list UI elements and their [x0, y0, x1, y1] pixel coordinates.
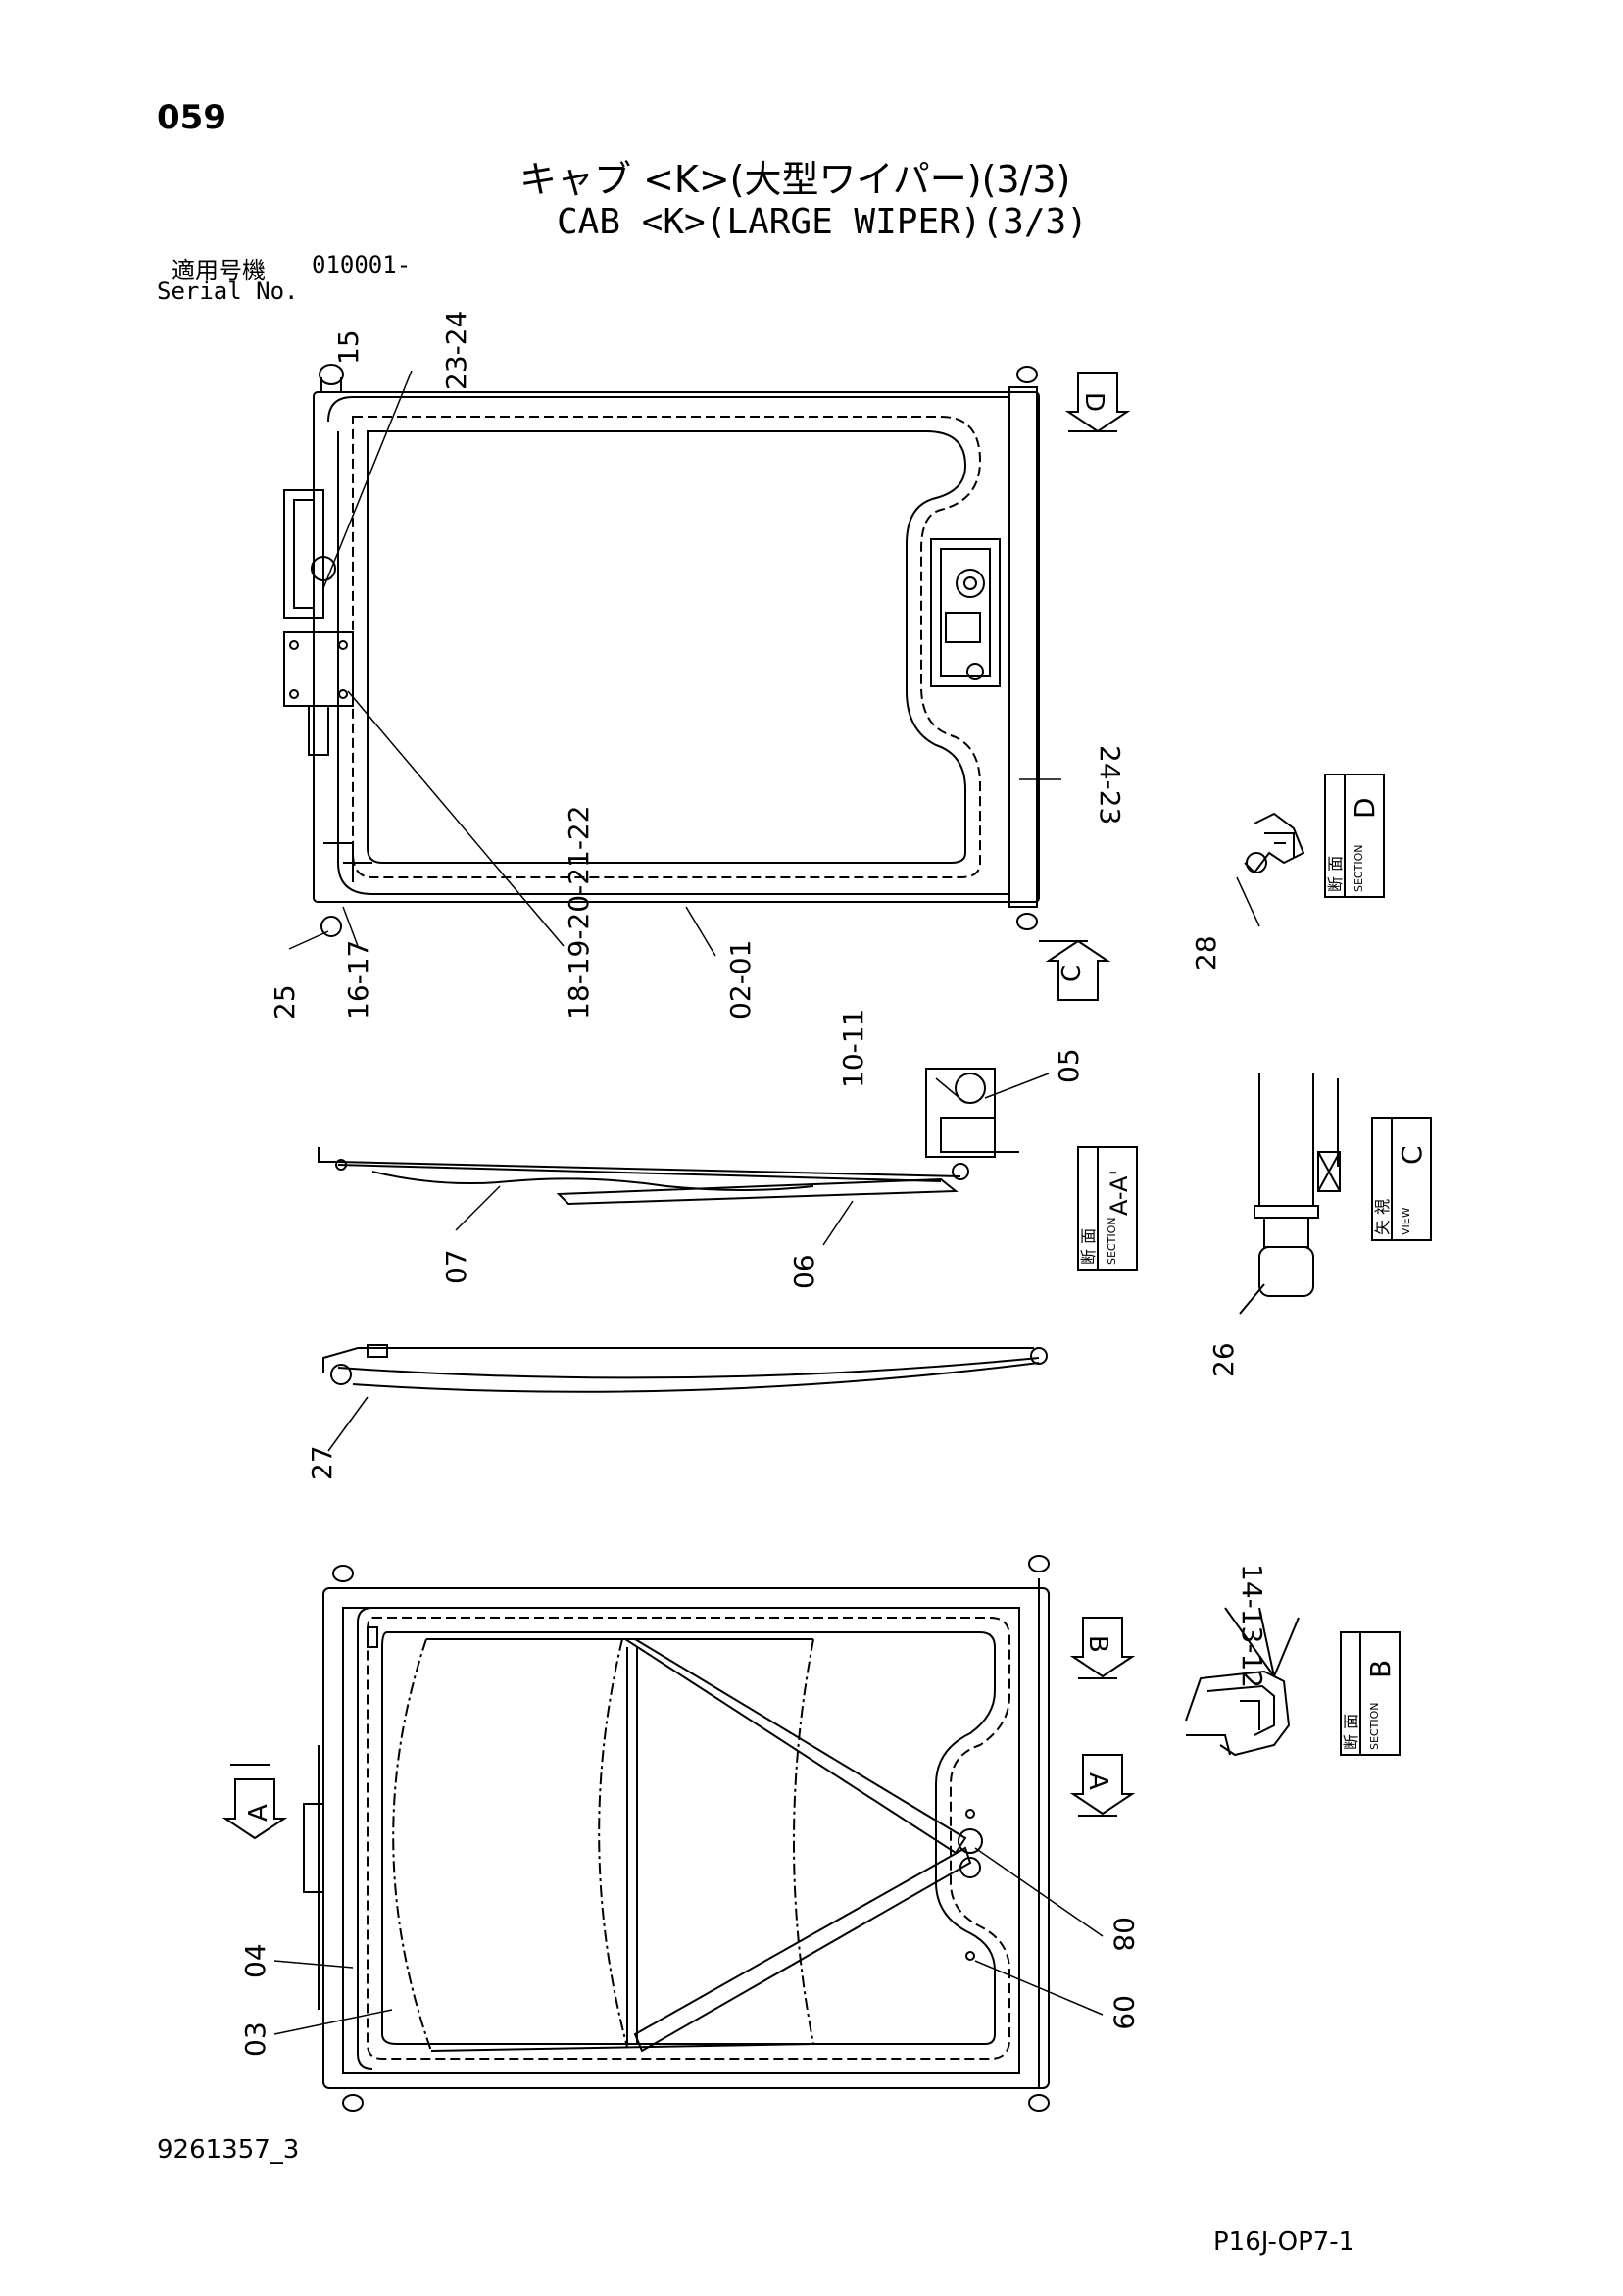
callout-10-11: 10-11	[837, 1009, 869, 1088]
callout-04: 04	[239, 1943, 271, 1978]
callout-03: 03	[239, 2021, 271, 2057]
view-c-en: VIEW	[1400, 1207, 1412, 1235]
aa-callouts	[455, 1073, 1050, 1246]
page-code: P16J-OP7-1	[1213, 2227, 1355, 2257]
callout-18-22: 18-19-20-21-22	[563, 805, 595, 1020]
section-aa-en: SECTION	[1106, 1218, 1118, 1265]
serial-label-english: Serial No.	[157, 277, 299, 305]
callout-26: 26	[1207, 1342, 1240, 1377]
section-b-ja: 断 面	[1342, 1714, 1360, 1750]
title-english: CAB <K>(LARGE WIPER)(3/3)	[557, 202, 1088, 242]
wiper-blade	[322, 1344, 1048, 1393]
title-japanese: キャブ <K>(大型ワイパー)(3/3)	[519, 158, 1071, 201]
view-arrow-b-letter: B	[1083, 1635, 1112, 1653]
view-arrow-a-right	[1069, 1754, 1136, 1817]
callout-16-17: 16-17	[342, 940, 374, 1020]
callout-25: 25	[269, 984, 301, 1020]
top-door-frame	[283, 364, 1040, 937]
view-arrow-b	[1069, 1617, 1136, 1679]
view-arrow-d-letter: D	[1079, 392, 1108, 412]
view-arrow-a-left	[221, 1764, 288, 1840]
wiper-side-view	[318, 1068, 1019, 1206]
view-arrow-c	[1039, 939, 1111, 1001]
serial-label-japanese: 適用号機	[172, 257, 266, 284]
view-arrow-c-letter: C	[1057, 965, 1087, 982]
callout-24-23: 24-23	[1094, 745, 1126, 824]
callout-27: 27	[306, 1445, 338, 1480]
section-b-en: SECTION	[1368, 1703, 1381, 1750]
view-c-ja: 矢 視	[1373, 1199, 1392, 1235]
callout-23-24: 23-24	[440, 311, 472, 390]
callout-15: 15	[332, 329, 365, 365]
section-d-letter: D	[1349, 797, 1381, 819]
callout-02-01: 02-01	[724, 940, 757, 1020]
view-arrow-a-right-letter: A	[1083, 1772, 1112, 1790]
section-d-en: SECTION	[1352, 845, 1365, 892]
callout-28: 28	[1190, 935, 1222, 971]
callout-14-13-12: 14-13-12	[1236, 1564, 1268, 1688]
top-view-callouts	[288, 370, 1260, 957]
section-b-detail	[1185, 1607, 1401, 1757]
section-aa-box	[1077, 1146, 1138, 1271]
view-c-letter: C	[1396, 1145, 1428, 1165]
section-d-detail	[1244, 774, 1385, 898]
drawing-number: 9261357_3	[157, 2135, 300, 2165]
view-c-detail	[1239, 1073, 1432, 1315]
section-b-letter: B	[1364, 1660, 1397, 1678]
callout-05: 05	[1053, 1048, 1085, 1083]
callout-08: 08	[1107, 1917, 1140, 1952]
bottom-callouts	[273, 1847, 1104, 2035]
bottom-window-frame	[303, 1555, 1050, 2112]
page-number: 059	[157, 98, 226, 137]
section-aa-letter: A-A'	[1106, 1170, 1133, 1216]
section-aa-ja: 断 面	[1079, 1228, 1098, 1265]
callout-06: 06	[788, 1254, 820, 1289]
view-arrow-a-left-letter: A	[244, 1804, 273, 1822]
view-arrow-d	[1064, 372, 1131, 433]
section-d-ja: 断 面	[1326, 856, 1345, 892]
serial-value: 010001-	[312, 251, 412, 278]
callout-07: 07	[440, 1249, 472, 1284]
callout-09: 09	[1107, 1995, 1140, 2030]
